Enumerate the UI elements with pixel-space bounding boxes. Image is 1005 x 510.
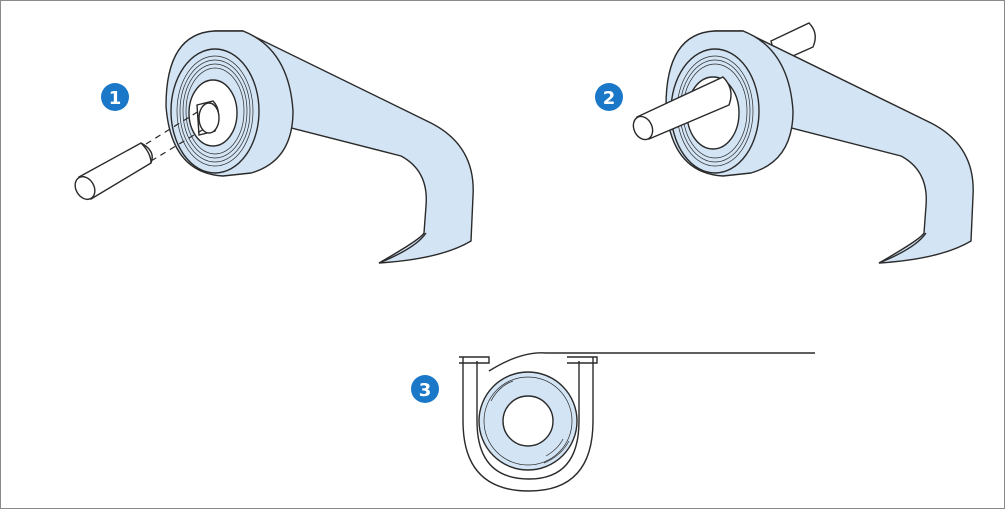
paper-feed-line <box>488 352 815 372</box>
step-3-illustration <box>459 352 815 492</box>
roll-holder <box>462 357 594 492</box>
step-1-illustration <box>74 30 474 264</box>
roll-core <box>502 395 554 447</box>
step-2-illustration <box>632 22 974 264</box>
step-number: 1 <box>109 88 122 109</box>
step-badge-1: 1 <box>101 83 129 111</box>
step-badge-2: 2 <box>595 83 623 111</box>
shaft <box>74 142 153 201</box>
step-badge-3: 3 <box>411 375 439 403</box>
shaft <box>632 76 732 141</box>
step-number: 2 <box>603 88 616 109</box>
step-number: 3 <box>419 380 432 401</box>
